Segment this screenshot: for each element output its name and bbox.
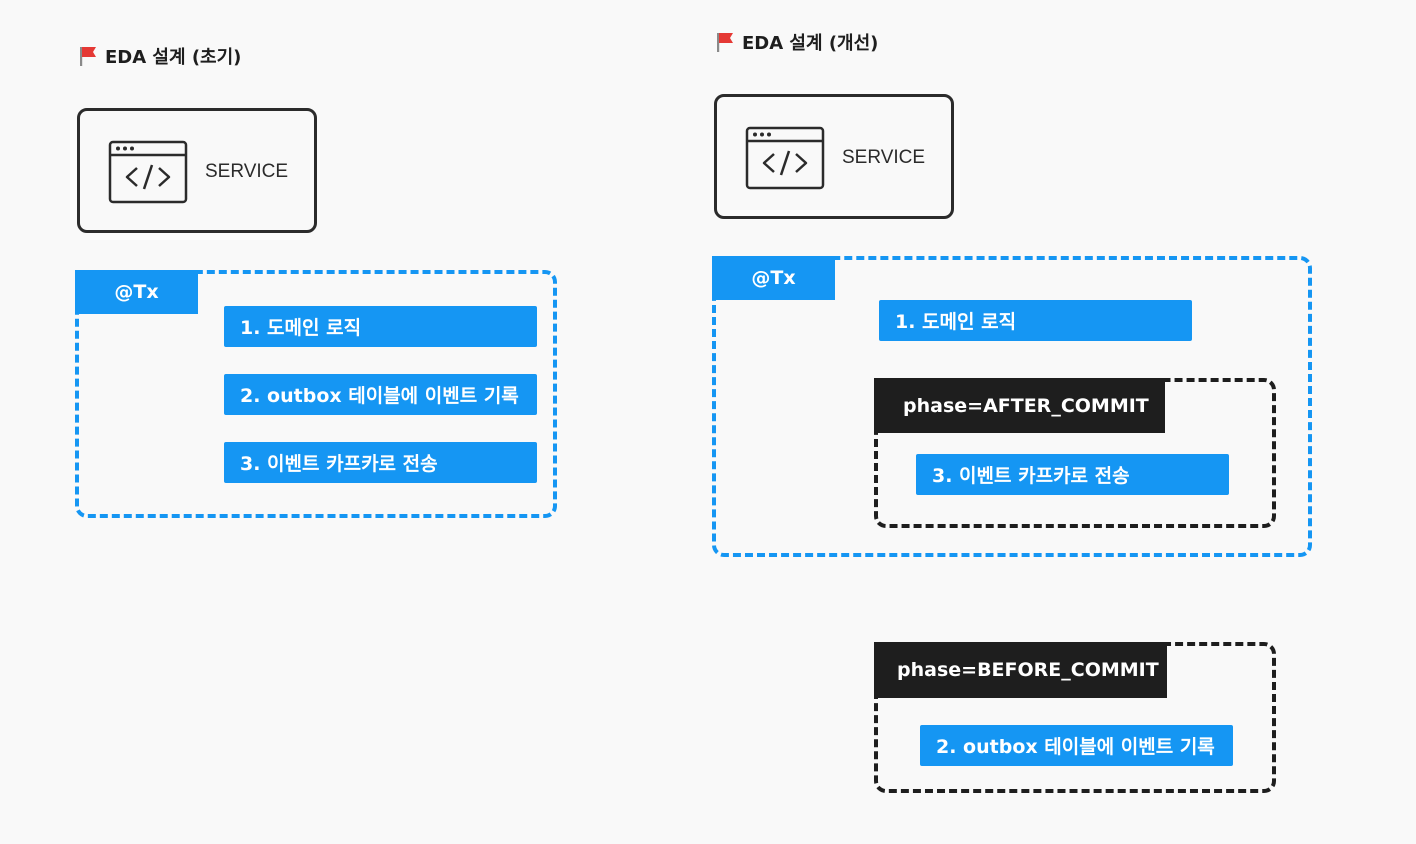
left-step-outbox-record: 2. outbox 테이블에 이벤트 기록 <box>224 374 537 415</box>
right-step-outbox-record: 2. outbox 테이블에 이벤트 기록 <box>920 725 1233 766</box>
left-title-text: EDA 설계 (초기) <box>105 47 242 68</box>
code-window-icon <box>745 126 825 190</box>
right-step-domain-logic: 1. 도메인 로직 <box>879 300 1192 341</box>
after-commit-phase-label: phase=AFTER_COMMIT <box>874 378 1165 433</box>
before-commit-phase-label: phase=BEFORE_COMMIT <box>874 642 1167 698</box>
left-transaction-boundary <box>75 270 557 518</box>
left-diagram-title: EDA 설계 (초기) <box>77 43 241 69</box>
right-transaction-boundary <box>712 256 1312 557</box>
right-tx-annotation: @Tx <box>712 256 835 300</box>
left-service-box: SERVICE <box>77 108 317 233</box>
left-step-domain-logic: 1. 도메인 로직 <box>224 306 537 347</box>
right-step-kafka-send: 3. 이벤트 카프카로 전송 <box>916 454 1229 495</box>
service-label: SERVICE <box>842 147 926 168</box>
left-tx-annotation: @Tx <box>75 270 198 314</box>
code-window-icon <box>108 140 188 204</box>
service-label: SERVICE <box>205 161 289 182</box>
red-flag-icon <box>717 33 733 52</box>
red-flag-icon <box>80 47 96 66</box>
left-step-kafka-send: 3. 이벤트 카프카로 전송 <box>224 442 537 483</box>
right-diagram-title: EDA 설계 (개선) <box>714 29 878 55</box>
right-title-text: EDA 설계 (개선) <box>742 33 879 54</box>
right-service-box: SERVICE <box>714 94 954 219</box>
